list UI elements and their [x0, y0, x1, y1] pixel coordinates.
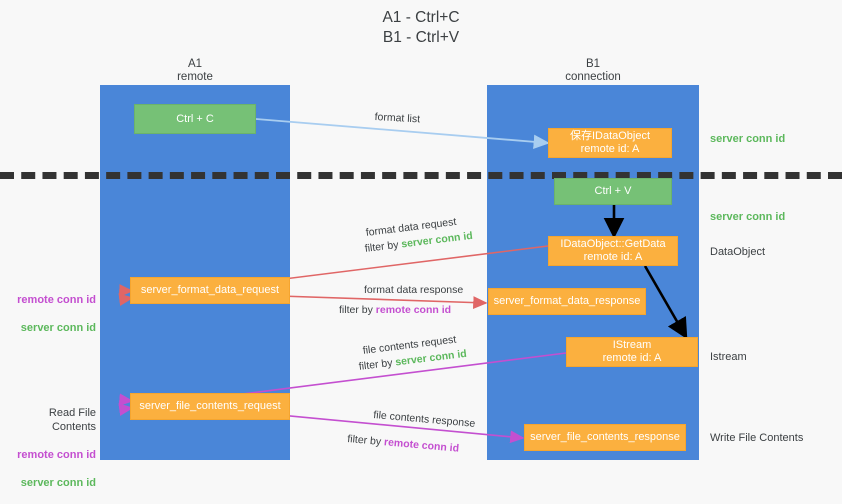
box-server-file-contents-response[interactable]: server_file_contents_response	[524, 424, 686, 451]
filter-value-remote-conn-id-2: remote conn id	[383, 436, 460, 455]
label-dataobject: DataObject	[710, 246, 766, 258]
diagram-canvas: A1 - Ctrl+C B1 - Ctrl+V A1 remote B1 con…	[0, 9, 842, 489]
left-label-format-conn-ids: remote conn id server conn id	[8, 279, 96, 349]
box-server-file-contents-request[interactable]: server_file_contents_request	[130, 393, 290, 420]
label-server-conn-id-top: server conn id	[710, 133, 786, 145]
left-label-remote-conn-id-2: remote conn id	[17, 449, 96, 461]
left-label-read-file-contents: Read File Contents	[48, 407, 96, 433]
arrow-label-format-data-response: format data response	[364, 284, 464, 296]
box-server-format-data-response[interactable]: server_format_data_response	[488, 288, 646, 315]
arrow-label-file-contents-response: file contents response	[372, 408, 476, 430]
filter-prefix-2: filter by	[339, 304, 376, 316]
box-idataobject-getdata[interactable]: IDataObject::GetData remote id: A	[548, 236, 678, 266]
left-label-read-file-contents-group: Read File Contents remote conn id server…	[2, 392, 96, 504]
filter-prefix-3: filter by	[358, 356, 397, 373]
arrow-label-format-list: format list	[374, 110, 421, 126]
left-label-remote-conn-id-1: remote conn id	[17, 294, 96, 306]
filter-prefix-1: filter by	[364, 238, 403, 255]
left-label-server-conn-id-2: server conn id	[20, 477, 96, 489]
left-label-server-conn-id-1: server conn id	[20, 322, 96, 334]
label-istream: Istream	[710, 351, 747, 363]
arrow-label-file-contents-response-filter: filter by remote conn id	[347, 432, 460, 457]
label-server-conn-id-second: server conn id	[710, 211, 786, 223]
filter-value-remote-conn-id-1: remote conn id	[375, 304, 452, 316]
filter-prefix-4: filter by	[346, 432, 385, 449]
label-write-file-contents: Write File Contents	[710, 432, 804, 444]
box-server-format-data-request[interactable]: server_format_data_request	[130, 277, 290, 304]
page-title: A1 - Ctrl+C B1 - Ctrl+V	[382, 9, 460, 46]
arrow-label-format-data-response-filter: filter by remote conn id	[339, 303, 451, 318]
box-ctrl-c[interactable]: Ctrl + C	[134, 104, 256, 134]
box-istream[interactable]: IStream remote id: A	[566, 337, 698, 367]
section-separator	[0, 172, 842, 179]
column-header-b1: B1 connection	[565, 58, 621, 83]
column-header-a1: A1 remote	[177, 58, 213, 83]
box-save-idataobject[interactable]: 保存IDataObject remote id: A	[548, 128, 672, 158]
box-ctrl-v[interactable]: Ctrl + V	[554, 178, 672, 205]
